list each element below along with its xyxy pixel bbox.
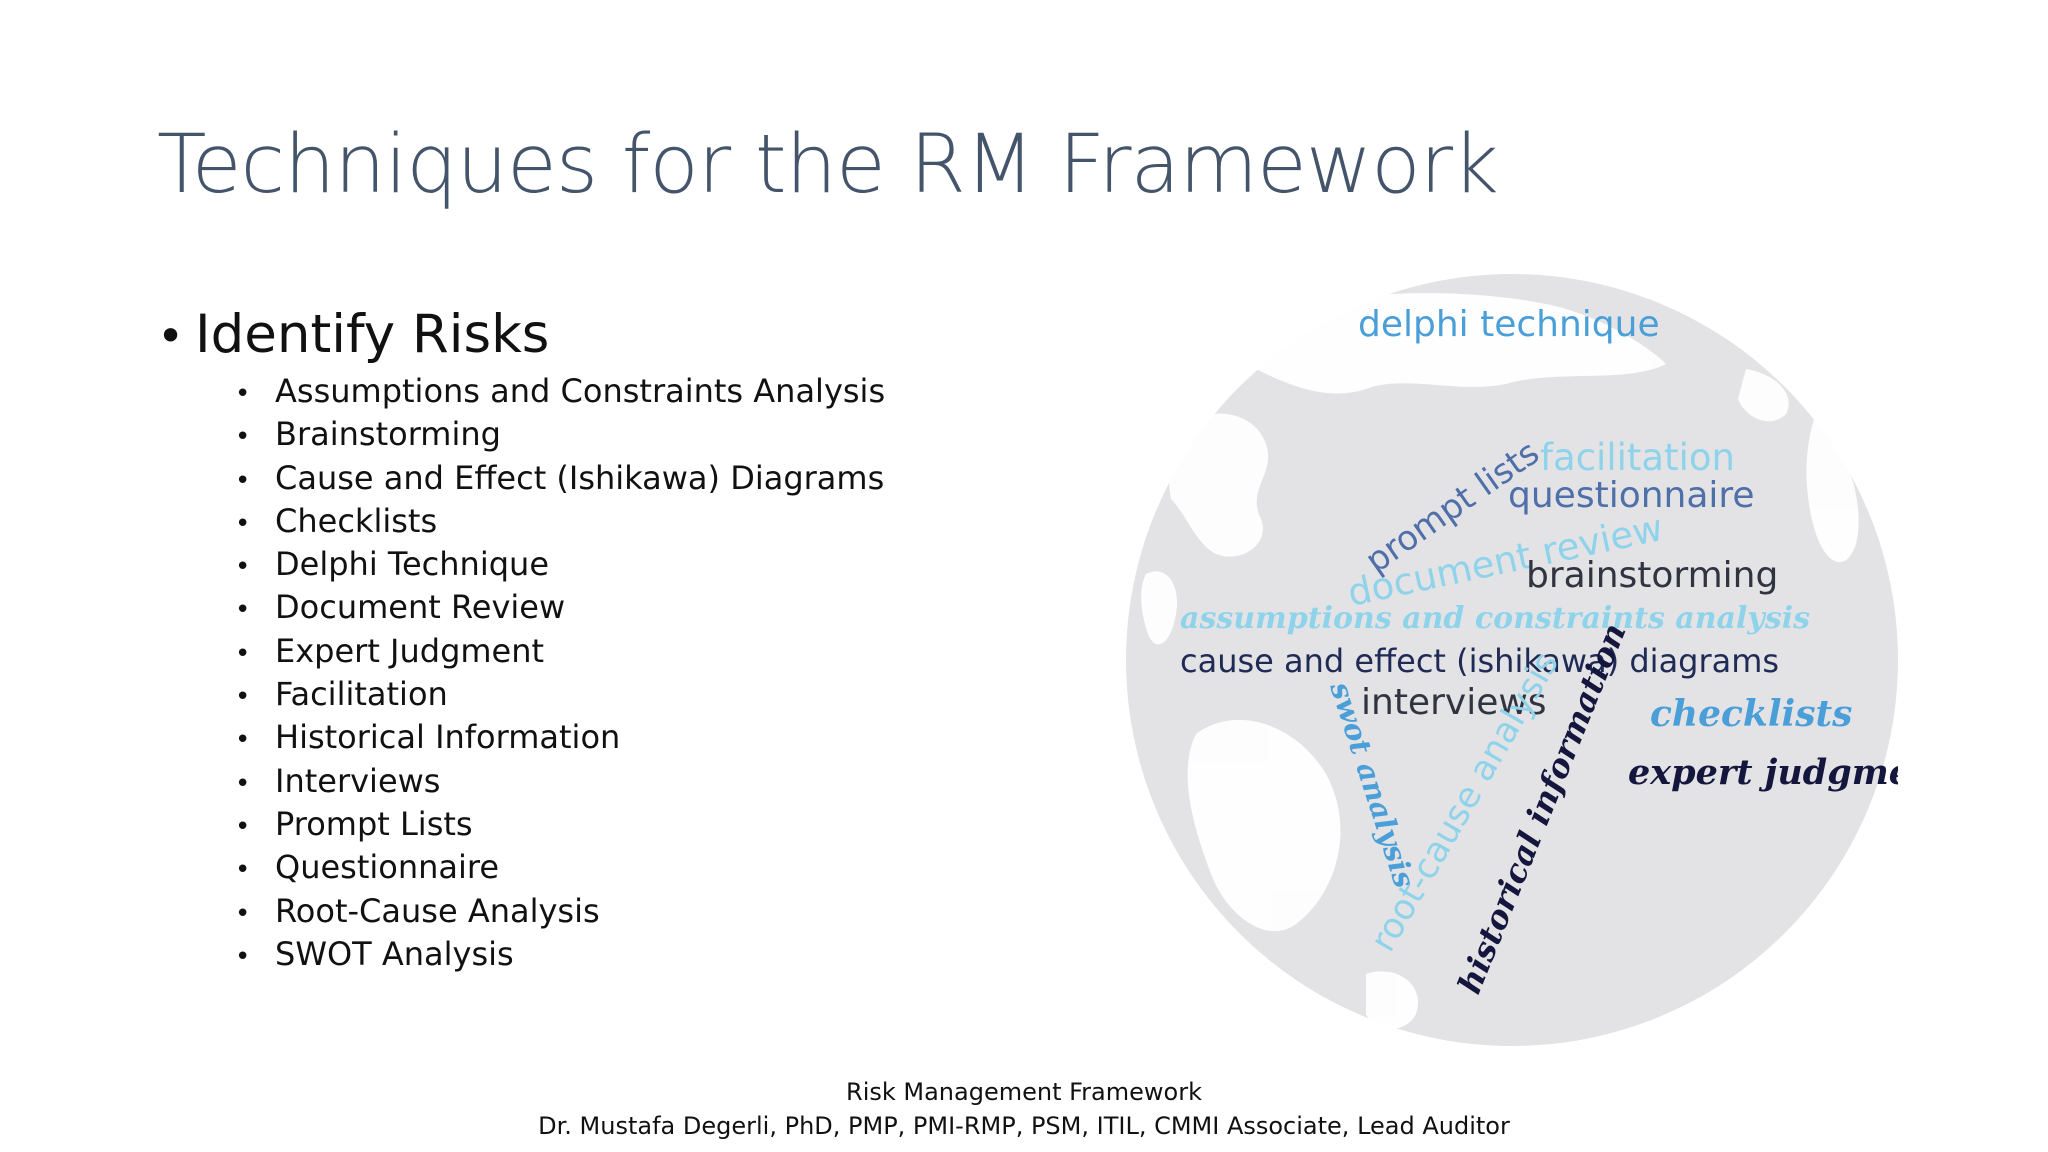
list-item: • Interviews [235, 760, 1057, 803]
list-item-label: Root-Cause Analysis [275, 891, 600, 930]
word-brainstorming: brainstorming [1526, 555, 1778, 596]
bullet-icon: • [235, 898, 251, 929]
word-questionnaire: questionnaire [1508, 475, 1755, 516]
list-item: • Questionnaire [235, 846, 1057, 889]
main-bullet-label: Identify Risks [195, 304, 550, 365]
list-item: • Document Review [235, 586, 1057, 629]
list-item-label: Cause and Effect (Ishikawa) Diagrams [275, 458, 885, 497]
list-item: • Brainstorming [235, 413, 1057, 456]
footer-line-1: Risk Management Framework [846, 1078, 1202, 1106]
list-item-label: Interviews [275, 761, 441, 800]
list-item: • Assumptions and Constraints Analysis [235, 370, 1057, 413]
word-delphi-technique: delphi technique [1358, 304, 1660, 345]
bullet-icon: • [235, 855, 251, 886]
bullet-icon: • [235, 638, 251, 669]
list-item: • Facilitation [235, 673, 1057, 716]
bullet-icon: • [157, 309, 185, 363]
bullet-icon: • [235, 725, 251, 756]
list-item-label: Expert Judgment [275, 631, 545, 670]
word-assumptions-and-constraints-analysis: assumptions and constraints analysis [1180, 601, 1810, 636]
list-item: • Cause and Effect (Ishikawa) Diagrams [235, 457, 1057, 500]
list-item-label: Prompt Lists [275, 804, 473, 843]
bullet-icon: • [235, 379, 251, 409]
list-item-label: Delphi Technique [275, 545, 549, 584]
list-item-label: Questionnaire [275, 848, 500, 887]
list-item-label: SWOT Analysis [275, 934, 514, 973]
slide-title: Techniques for the RM Framework [157, 118, 1499, 212]
list-item-label: Checklists [275, 501, 438, 540]
word-cloud-globe: delphi technique facilitation questionna… [1126, 274, 1898, 1046]
continents [1141, 293, 1859, 1029]
main-bullet: • Identify Risks [157, 300, 1057, 370]
footer-line-2: Dr. Mustafa Degerli, PhD, PMP, PMI-RMP, … [538, 1112, 1510, 1140]
bullet-icon: • [235, 508, 251, 539]
list-item-label: Assumptions and Constraints Analysis [275, 372, 886, 410]
bullet-icon: • [235, 465, 251, 496]
bullet-icon: • [235, 768, 251, 799]
list-item: • SWOT Analysis [235, 933, 1057, 976]
word-cause-and-effect-diagrams: cause and effect (ishikawa) diagrams [1180, 642, 1779, 680]
word-checklists: checklists [1650, 693, 1852, 735]
slide-footer: Risk Management Framework Dr. Mustafa De… [0, 1075, 2048, 1143]
bullet-icon: • [235, 552, 251, 583]
bullet-icon: • [235, 811, 251, 842]
word-facilitation: facilitation [1540, 436, 1735, 479]
list-item: • Root-Cause Analysis [235, 890, 1057, 933]
list-item-label: Facilitation [275, 675, 448, 714]
technique-list: • Assumptions and Constraints Analysis • B… [157, 370, 1057, 976]
list-item-label: Historical Information [275, 718, 621, 757]
list-item: • Checklists [235, 500, 1057, 543]
bullet-icon: • [235, 422, 251, 453]
list-item: • Historical Information [235, 716, 1057, 759]
bullet-icon: • [235, 941, 251, 972]
word-expert-judgment: expert judgment [1628, 752, 1898, 793]
word-interviews: interviews [1361, 682, 1547, 723]
list-item-label: Document Review [275, 588, 566, 627]
list-item: • Delphi Technique [235, 543, 1057, 586]
bullet-icon: • [235, 595, 251, 626]
bullet-content: • Identify Risks • Assumptions and Constr… [157, 300, 1057, 976]
list-item: • Prompt Lists [235, 803, 1057, 846]
list-item: • Expert Judgment [235, 630, 1057, 673]
list-item-label: Brainstorming [275, 415, 501, 454]
bullet-icon: • [235, 682, 251, 713]
